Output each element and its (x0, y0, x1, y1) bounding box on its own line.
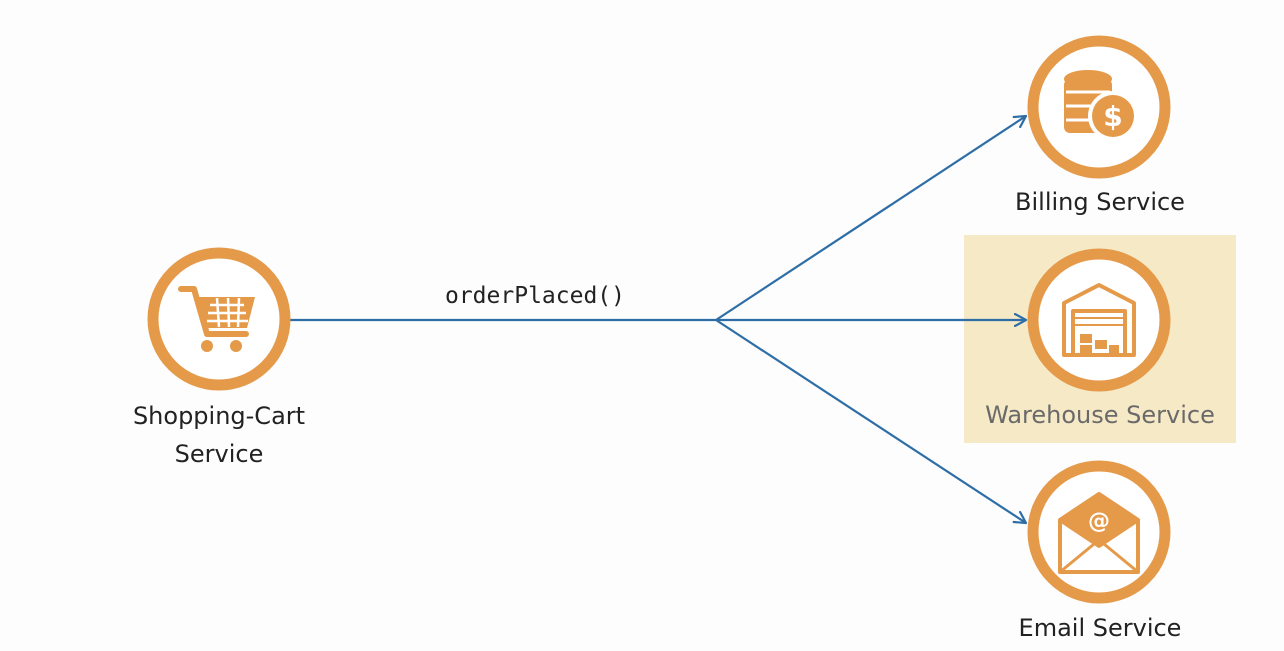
edge-label-order-placed: orderPlaced() (444, 283, 625, 309)
node-shopping-cart (147, 247, 291, 391)
svg-text:@: @ (1088, 509, 1110, 534)
node-warehouse (1027, 248, 1171, 392)
svg-text:$: $ (1103, 100, 1122, 133)
coins-dollar-icon: $ (1064, 70, 1138, 141)
billing-label: Billing Service (1015, 188, 1185, 216)
edge-to-email (715, 319, 1026, 523)
email-label: Email Service (1018, 614, 1182, 642)
shopping-cart-label-line2: Service (174, 440, 264, 468)
node-billing: $ (1027, 35, 1171, 179)
shopping-cart-icon (178, 286, 255, 352)
warehouse-label: Warehouse Service (985, 401, 1215, 429)
node-email: @ (1027, 460, 1171, 604)
warehouse-icon (1062, 283, 1136, 357)
edge-to-billing (715, 116, 1026, 321)
shopping-cart-label-line1: Shopping-Cart (132, 402, 306, 430)
shopping-cart-label: Shopping-Cart Service (109, 397, 329, 473)
email-envelope-icon: @ (1058, 492, 1140, 574)
